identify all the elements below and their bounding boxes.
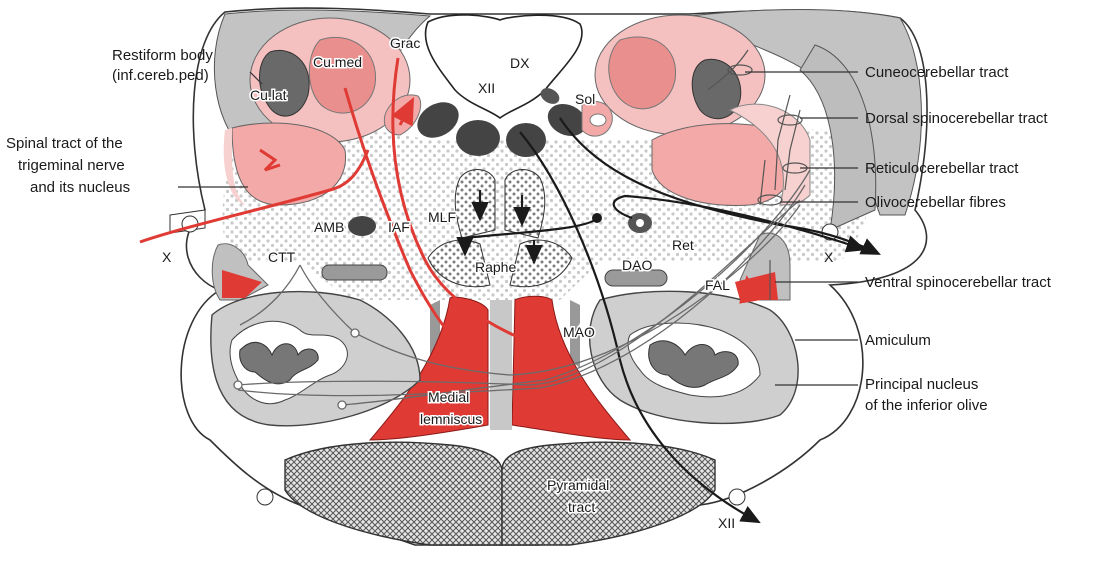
amb-nucleus: [348, 216, 376, 236]
label-x-right: X: [824, 249, 834, 265]
label-principal-2: of the inferior olive: [865, 397, 988, 414]
label-restiform-1: Restiform body: [112, 47, 213, 64]
label-amb: AMB: [314, 219, 344, 235]
label-dorsal-spinocerebellar: Dorsal spinocerebellar tract: [865, 110, 1048, 127]
label-cuneocerebellar: Cuneocerebellar tract: [865, 64, 1009, 81]
label-sol: Sol: [575, 91, 595, 107]
label-x-left: X: [162, 249, 172, 265]
label-spinal-3: and its nucleus: [30, 179, 130, 196]
label-ret: Ret: [672, 237, 694, 253]
label-fal: FAL: [705, 277, 730, 293]
label-ctt: CTT: [268, 249, 296, 265]
label-spinal-2: trigeminal nerve: [18, 157, 125, 174]
label-mao: MAO: [563, 324, 595, 340]
label-reticulocerebellar: Reticulocerebellar tract: [865, 160, 1019, 177]
label-xii-top: XII: [478, 80, 495, 96]
label-spinal-1: Spinal tract of the: [6, 135, 123, 152]
label-xii-bottom: XII: [718, 515, 735, 531]
label-ventral-spinocerebellar: Ventral spinocerebellar tract: [865, 274, 1052, 291]
label-cu-lat: Cu.lat: [250, 87, 287, 103]
label-amiculum: Amiculum: [865, 332, 931, 349]
label-dao: DAO: [622, 257, 652, 273]
label-iaf: IAF: [388, 219, 410, 235]
label-medial-2: lemniscus: [420, 411, 482, 427]
right-small-nucleus: [628, 213, 652, 233]
label-dx: DX: [510, 55, 530, 71]
label-restiform-2: (inf.cereb.ped): [112, 67, 209, 84]
label-olivocerebellar: Olivocerebellar fibres: [865, 194, 1006, 211]
label-cu-med: Cu.med: [313, 54, 362, 70]
ret-cell-body: [592, 213, 602, 223]
label-medial-1: Medial: [428, 389, 469, 405]
label-pyramidal-1: Pyramidal: [547, 477, 609, 493]
label-grac: Grac: [390, 35, 420, 51]
label-mlf: MLF: [428, 209, 456, 225]
label-pyramidal-2: tract: [568, 499, 595, 515]
label-raphe: Raphe: [475, 259, 516, 275]
label-principal-1: Principal nucleus: [865, 376, 978, 393]
